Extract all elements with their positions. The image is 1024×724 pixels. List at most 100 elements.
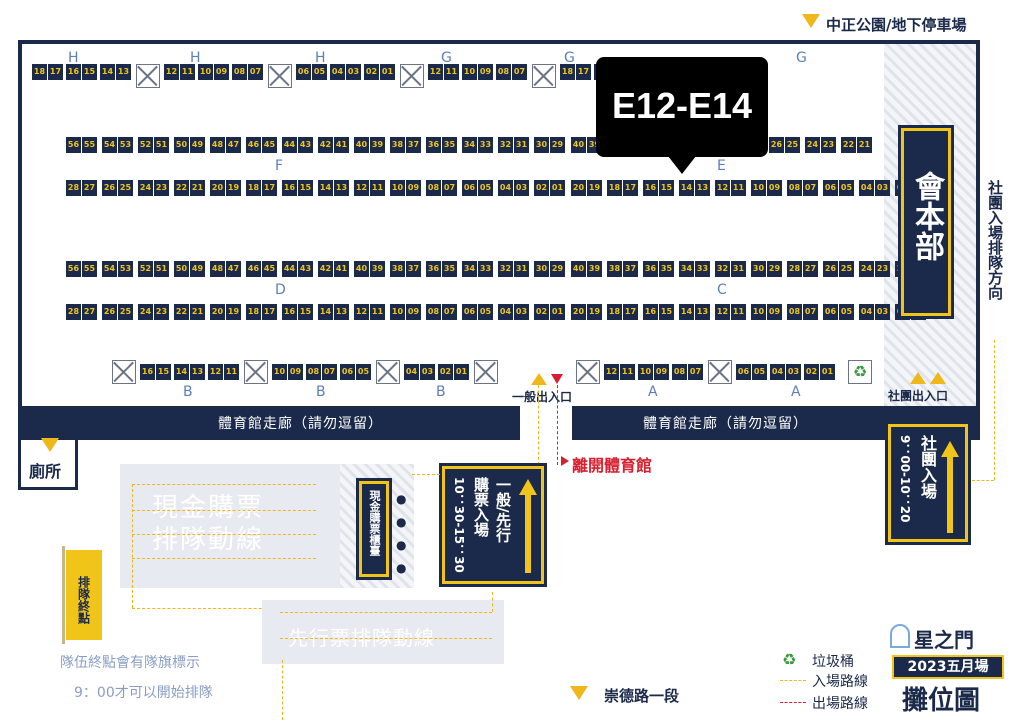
club-route-vertical (994, 340, 995, 480)
corridor: 體育館走廊（請勿逗留） 體育館走廊（請勿逗留） (18, 406, 980, 440)
section-label-h3: H (315, 50, 326, 66)
booth-number: 32 (498, 137, 513, 153)
booth-number: 12 (354, 180, 369, 196)
booth-number: 25 (785, 137, 800, 153)
entry-route-vertical (538, 385, 539, 465)
booth-number: 05 (478, 304, 493, 320)
booth-number: 27 (82, 304, 97, 320)
booth-number: 23 (154, 304, 169, 320)
booth-number: 42 (318, 261, 333, 277)
booth-number: 14 (318, 304, 333, 320)
booth-number: 17 (576, 64, 591, 80)
booth-number: 56 (66, 261, 81, 277)
booth-number: 35 (442, 261, 457, 277)
booth-number: 32 (715, 261, 730, 277)
booth-number: 34 (679, 261, 694, 277)
corridor-label-left: 體育館走廊（請勿逗留） (218, 416, 383, 432)
booth-number: 23 (821, 137, 836, 153)
booth-number: 10 (198, 64, 213, 80)
club-exit-arrow2-icon (930, 372, 946, 384)
booth-number: 56 (66, 137, 81, 153)
booth-number: 07 (442, 304, 457, 320)
pillar-icon (112, 360, 136, 384)
booth-number: 04 (770, 364, 785, 380)
booth-number: 02 (438, 364, 453, 380)
booth-number: 38 (607, 261, 622, 277)
booth-number: 12 (428, 64, 443, 80)
booth-number: 08 (787, 180, 802, 196)
booth-number: 03 (875, 304, 890, 320)
cash-queue-label: 現金購票 排隊動線 (152, 492, 264, 556)
booth-number: 40 (354, 137, 369, 153)
booth-number: 40 (571, 137, 586, 153)
booth-number: 15 (82, 64, 97, 80)
booth-number: 12 (354, 304, 369, 320)
booth-number: 12 (715, 180, 730, 196)
section-label-h2: H (190, 50, 201, 66)
booth-number: 03 (875, 180, 890, 196)
booth-number: 14 (679, 180, 694, 196)
booth-number: 06 (736, 364, 751, 380)
pillar-icon (532, 64, 556, 88)
booth-number: 28 (787, 261, 802, 277)
booth-number: 15 (298, 304, 313, 320)
booth-number: 02 (364, 64, 379, 80)
booth-number: 40 (571, 261, 586, 277)
booth-number: 09 (654, 364, 669, 380)
booth-number: 10 (272, 364, 287, 380)
booth-number: 04 (859, 180, 874, 196)
booth-number: 01 (550, 180, 565, 196)
booth-number: 17 (262, 180, 277, 196)
booth-number: 26 (102, 304, 117, 320)
general-entrance-gap (520, 404, 572, 442)
booth-number: 46 (246, 261, 261, 277)
queue-end-note1: 隊伍終點會有隊旗標示 (60, 655, 200, 671)
booth-number: 26 (769, 137, 784, 153)
booth-number: 19 (226, 180, 241, 196)
booth-number: 37 (406, 137, 421, 153)
booth-number: 44 (282, 137, 297, 153)
booth-number: 11 (731, 180, 746, 196)
booth-number: 19 (587, 180, 602, 196)
club-route-horizontal (972, 480, 994, 481)
booth-number: 24 (138, 304, 153, 320)
booth-number: 51 (154, 261, 169, 277)
booth-number: 03 (786, 364, 801, 380)
booth-number: 07 (248, 64, 263, 80)
booth-number: 20 (571, 180, 586, 196)
booth-number: 09 (767, 180, 782, 196)
booth-number: 06 (462, 304, 477, 320)
general-entry-arrow-icon (519, 479, 537, 495)
